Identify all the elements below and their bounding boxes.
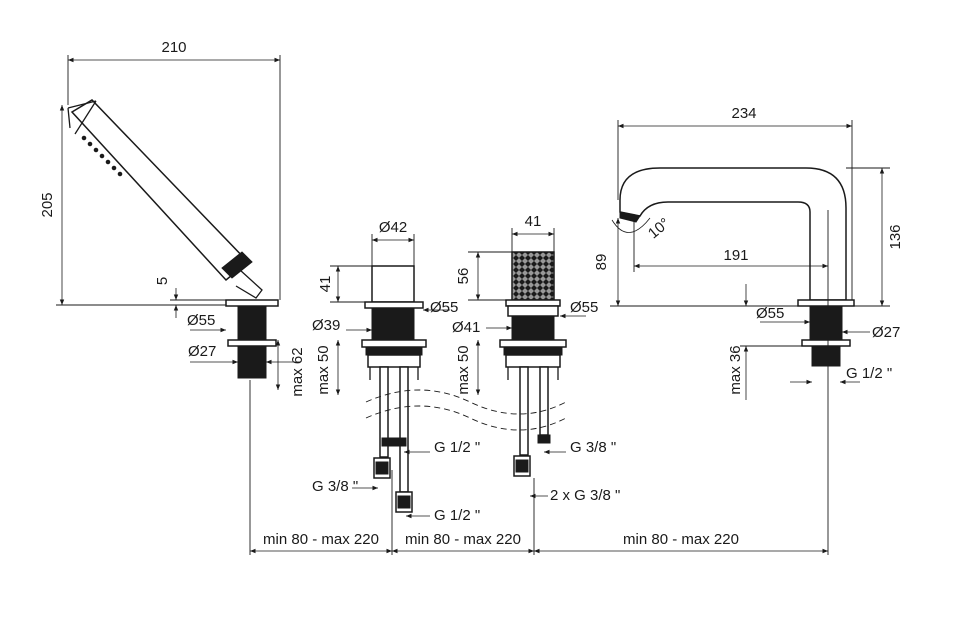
diverter-41-label: 41 [525, 213, 542, 230]
hand-shower-handle [67, 99, 263, 299]
shower-nozzles [81, 135, 123, 177]
diverter-2xg38-label: 2 x G 3/8 " [550, 487, 620, 504]
spacing-label-1: min 80 - max 220 [263, 531, 379, 548]
mixer-d55-label: Ø55 [430, 299, 458, 316]
spacing-dimensions: min 80 - max 220 min 80 - max 220 min 80… [250, 531, 828, 554]
mixer-41-label: 41 [317, 276, 334, 293]
mixer-d42-label: Ø42 [379, 219, 407, 236]
hand-shower-holder [225, 299, 279, 379]
spout-191-label: 191 [723, 247, 748, 264]
spacing-label-2: min 80 - max 220 [405, 531, 521, 548]
hand-max62-label: max 62 [289, 347, 306, 396]
hand-shower-group: 210 205 5 Ø55 Ø27 max 62 [39, 39, 306, 555]
spout-body [619, 167, 855, 367]
mixer-group: Ø42 41 Ø55 Ø39 max 50 G 1/2 " G 3/8 " G … [312, 219, 480, 555]
diverter-max50-label: max 50 [455, 345, 472, 394]
spout-89-label: 89 [593, 254, 610, 271]
mixer-hoses [373, 366, 413, 513]
spout-136-label: 136 [887, 224, 904, 249]
mixer-g12-low-label: G 1/2 " [434, 507, 480, 524]
mixer-max50-label: max 50 [315, 345, 332, 394]
spout-234-label: 234 [731, 105, 756, 122]
diverter-d55-label: Ø55 [570, 299, 598, 316]
spout-group: 234 136 191 89 10° Ø55 Ø27 max 36 G 1/2 … [593, 105, 904, 555]
hand-gap-label: 5 [154, 277, 171, 285]
mixer-g12-label: G 1/2 " [434, 439, 480, 456]
diverter-group: 41 56 Ø41 Ø55 max 50 G 3/8 " 2 x G 3/8 " [452, 213, 620, 555]
diverter-56-label: 56 [455, 268, 472, 285]
spout-max36-label: max 36 [727, 345, 744, 394]
hand-d55-label: Ø55 [187, 312, 215, 329]
spout-g12-label: G 1/2 " [846, 365, 892, 382]
hand-width-label: 210 [161, 39, 186, 56]
mixer-body [361, 265, 427, 380]
diverter-body [499, 251, 567, 380]
spacing-label-3: min 80 - max 220 [623, 531, 739, 548]
diverter-g38-label: G 3/8 " [570, 439, 616, 456]
deck-break-lines [365, 389, 567, 431]
diverter-d41-label: Ø41 [452, 319, 480, 336]
hand-height-label: 205 [39, 192, 56, 217]
spout-d55-label: Ø55 [756, 305, 784, 322]
mixer-d39-label: Ø39 [312, 317, 340, 334]
hand-d27-label: Ø27 [188, 343, 216, 360]
spout-d27-label: Ø27 [872, 324, 900, 341]
diverter-hoses [513, 366, 551, 477]
mixer-g38-label: G 3/8 " [312, 478, 358, 495]
